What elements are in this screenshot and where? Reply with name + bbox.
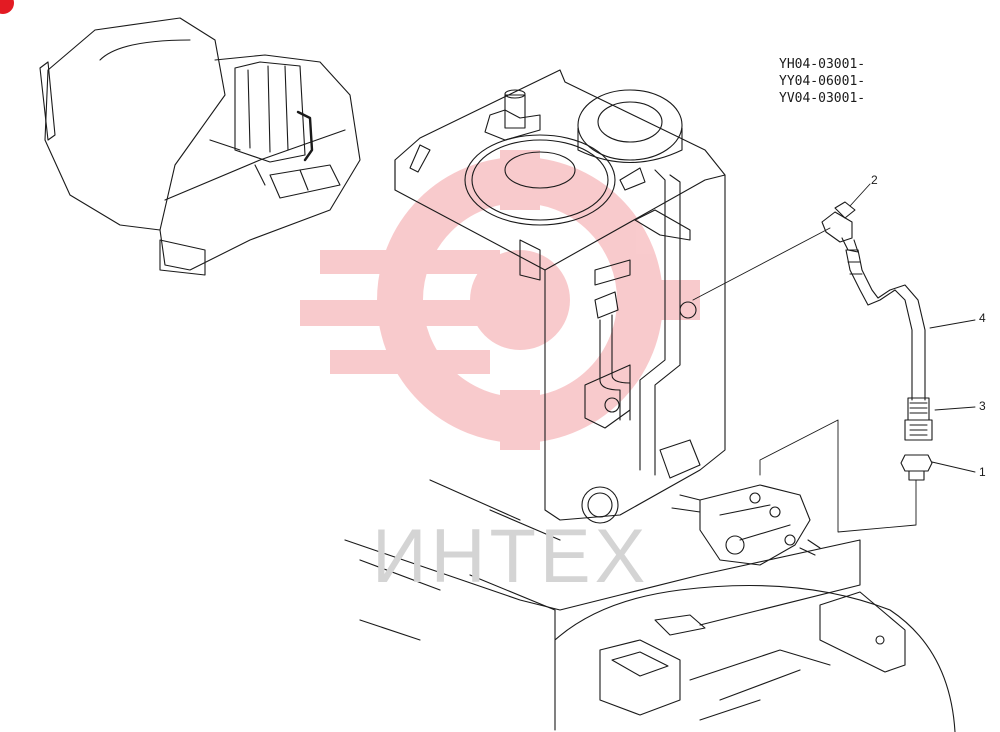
callout-1: 1 bbox=[979, 465, 986, 479]
watermark-text: ИНТЕХ bbox=[372, 514, 649, 599]
model-codes: YH04-03001- YY04-06001- YV04-03001- bbox=[779, 56, 865, 107]
elbow-fitting-part-2 bbox=[821, 201, 859, 253]
machine-overview-inset bbox=[39, 17, 361, 276]
corner-logo-mark bbox=[0, 0, 14, 14]
machine-frame bbox=[344, 479, 956, 732]
callout-3: 3 bbox=[979, 399, 986, 413]
callout-2: 2 bbox=[871, 173, 878, 187]
model-code-2: YY04-06001- bbox=[779, 74, 866, 89]
connection-lines bbox=[692, 183, 976, 533]
model-code-1: YH04-03001- bbox=[779, 57, 866, 72]
callout-4: 4 bbox=[979, 311, 986, 325]
hose-part-4 bbox=[845, 249, 926, 401]
hose-fitting-part-3 bbox=[904, 397, 933, 441]
adapter-part-1 bbox=[900, 454, 933, 481]
model-code-3: YV04-03001- bbox=[779, 91, 866, 106]
control-valve-block bbox=[671, 484, 821, 566]
hydraulic-tank bbox=[394, 69, 726, 524]
